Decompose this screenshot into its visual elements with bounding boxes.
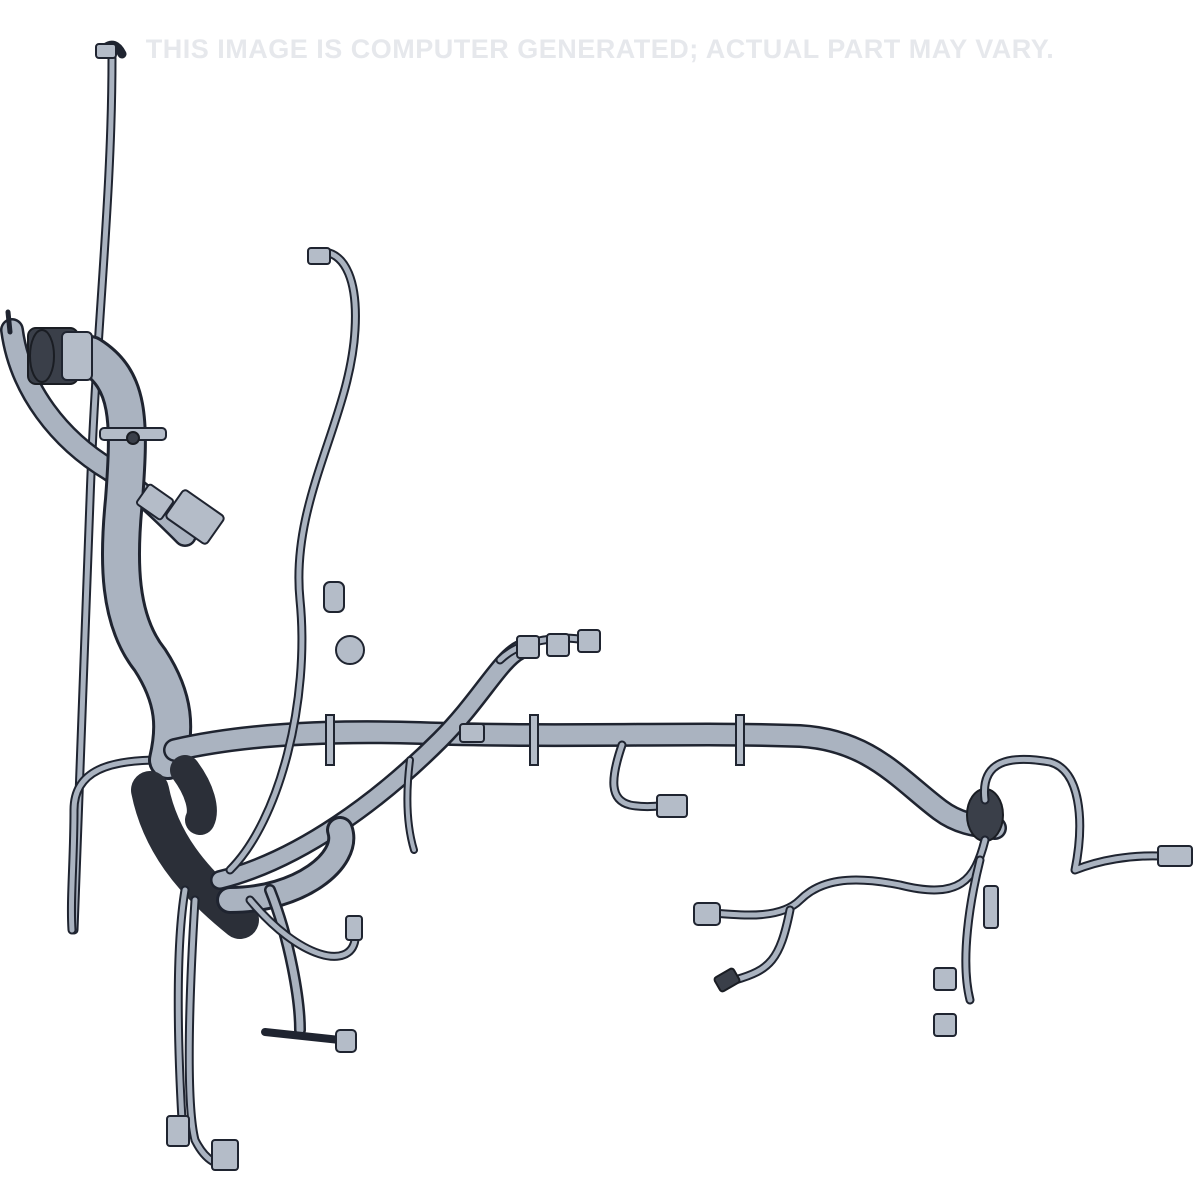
mid-sensor-cluster (323, 581, 485, 743)
oval-sensor (323, 581, 345, 613)
inline-connector (459, 723, 485, 743)
right-end-plug (1157, 845, 1193, 867)
clip-3 (735, 714, 745, 766)
drop-wire-center (609, 740, 688, 818)
main-horizontal-trunk (163, 720, 1007, 840)
connector-b (546, 633, 570, 657)
connector-a (516, 635, 540, 659)
bottom-plug-2 (211, 1139, 239, 1171)
trunk-clamp (99, 427, 167, 445)
angled-plug (713, 967, 741, 993)
clip-2 (529, 714, 539, 766)
connector-c (577, 629, 601, 653)
center-plug (656, 794, 688, 818)
vertical-inline-connector (983, 885, 999, 929)
ring-terminal-top (95, 43, 117, 59)
top-clip-terminal (307, 247, 331, 265)
rectangular-connector (136, 483, 225, 545)
clip-1 (325, 714, 335, 766)
bottom-sensor (335, 1029, 357, 1053)
bottom-plug-1 (166, 1115, 190, 1147)
upper-mid-connector-wire (495, 629, 601, 665)
right-junction (693, 754, 1193, 1037)
diagonal-branch (210, 640, 530, 914)
lower-left-branches (166, 884, 363, 1171)
left-plug-right-group (693, 902, 721, 926)
disclaimer-watermark: THIS IMAGE IS COMPUTER GENERATED; ACTUAL… (145, 34, 1055, 64)
main-vertical-trunk (70, 335, 193, 780)
left-loop-wire (66, 755, 165, 935)
small-vertical-sensor (345, 915, 363, 941)
lower-plug-2 (933, 1013, 957, 1037)
middle-vertical-wire (225, 247, 360, 875)
round-sensor (335, 635, 365, 665)
round-multipin-connector (27, 327, 93, 385)
trunk-clips (325, 714, 745, 766)
drop-wire-left (403, 756, 418, 854)
lower-plug-1 (933, 967, 957, 991)
